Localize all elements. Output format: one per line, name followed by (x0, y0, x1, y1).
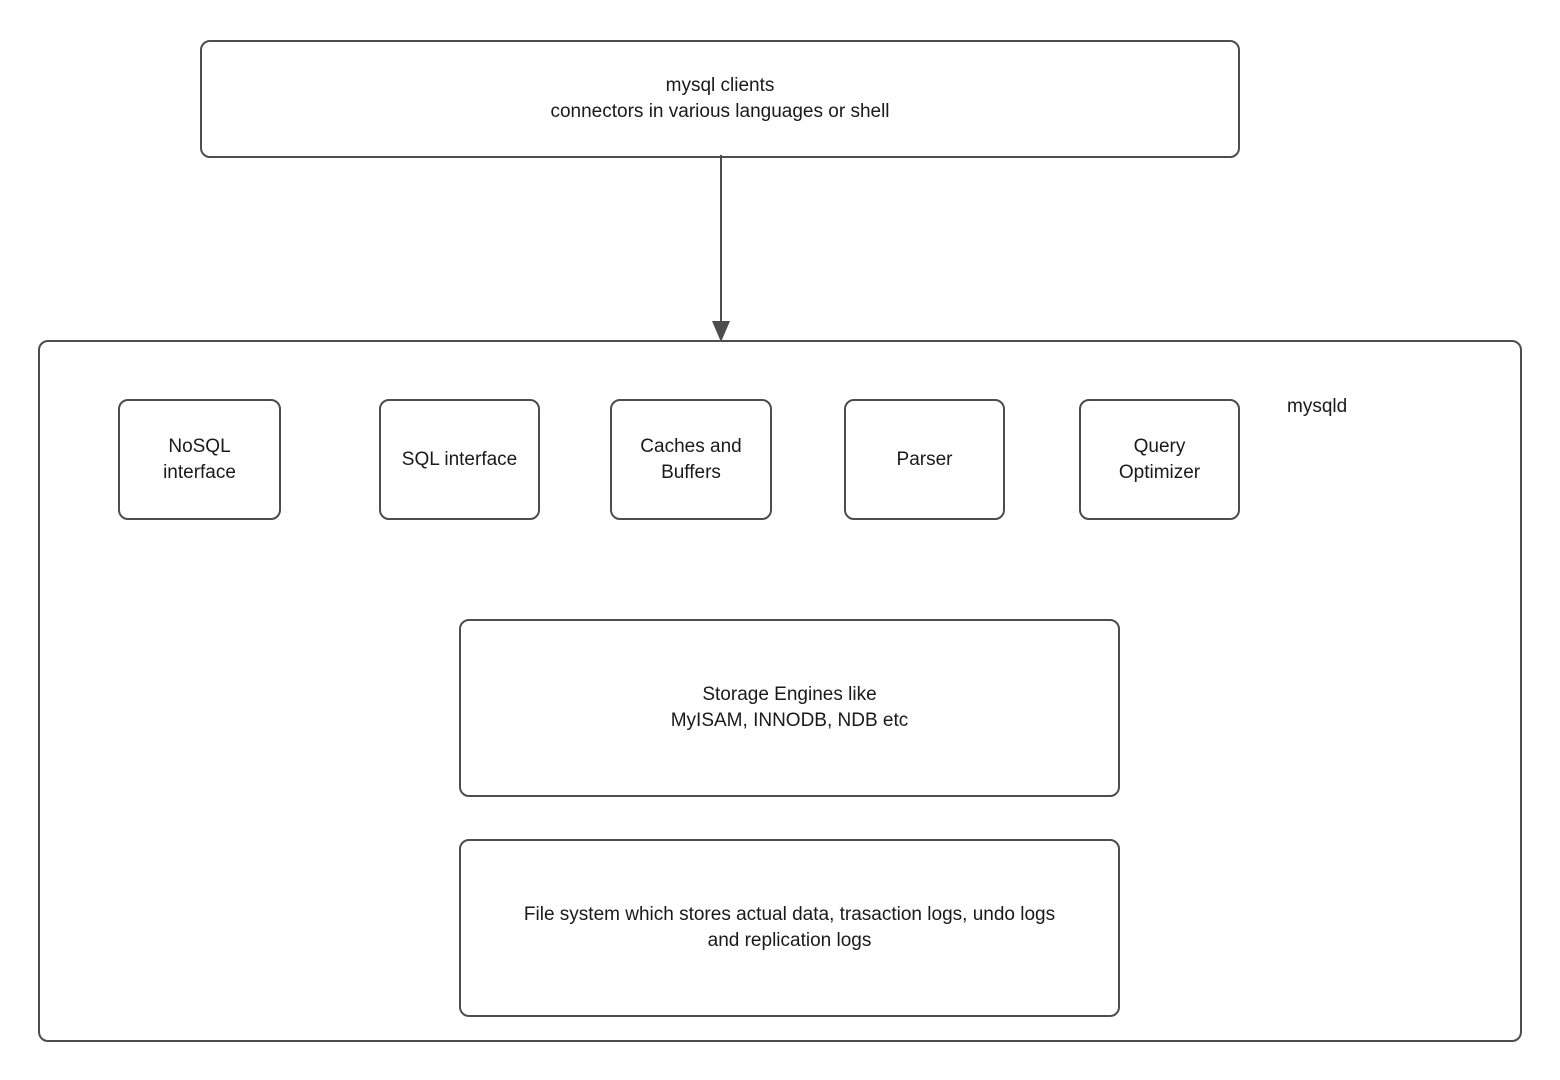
arrow-head-icon (712, 321, 730, 342)
mysql-clients-label: mysql clients connectors in various lang… (550, 75, 890, 122)
component-parser[interactable]: Parser (844, 399, 1005, 520)
component-caches-and-buffers-label: Caches and Buffers (640, 435, 742, 483)
component-query-optimizer-label: Query Optimizer (1118, 435, 1201, 483)
component-nosql-interface[interactable]: NoSQL interface (118, 399, 281, 520)
file-system-label: File system which stores actual data, tr… (523, 904, 1056, 951)
component-caches-and-buffers[interactable]: Caches and Buffers (610, 399, 772, 520)
file-system-box[interactable]: File system which stores actual data, tr… (459, 839, 1120, 1017)
mysqld-title-label: mysqld (1287, 396, 1348, 417)
component-nosql-interface-label: NoSQL interface (163, 435, 236, 483)
mysql-clients-box[interactable]: mysql clients connectors in various lang… (200, 40, 1240, 158)
component-sql-interface-label: SQL interface (401, 448, 518, 470)
component-parser-label: Parser (896, 448, 953, 470)
component-sql-interface[interactable]: SQL interface (379, 399, 540, 520)
clients-to-mysqld-arrow (712, 155, 730, 342)
component-query-optimizer[interactable]: Query Optimizer (1079, 399, 1240, 520)
storage-engines-label: Storage Engines like MyISAM, INNODB, NDB… (670, 684, 909, 731)
storage-engines-box[interactable]: Storage Engines like MyISAM, INNODB, NDB… (459, 619, 1120, 797)
